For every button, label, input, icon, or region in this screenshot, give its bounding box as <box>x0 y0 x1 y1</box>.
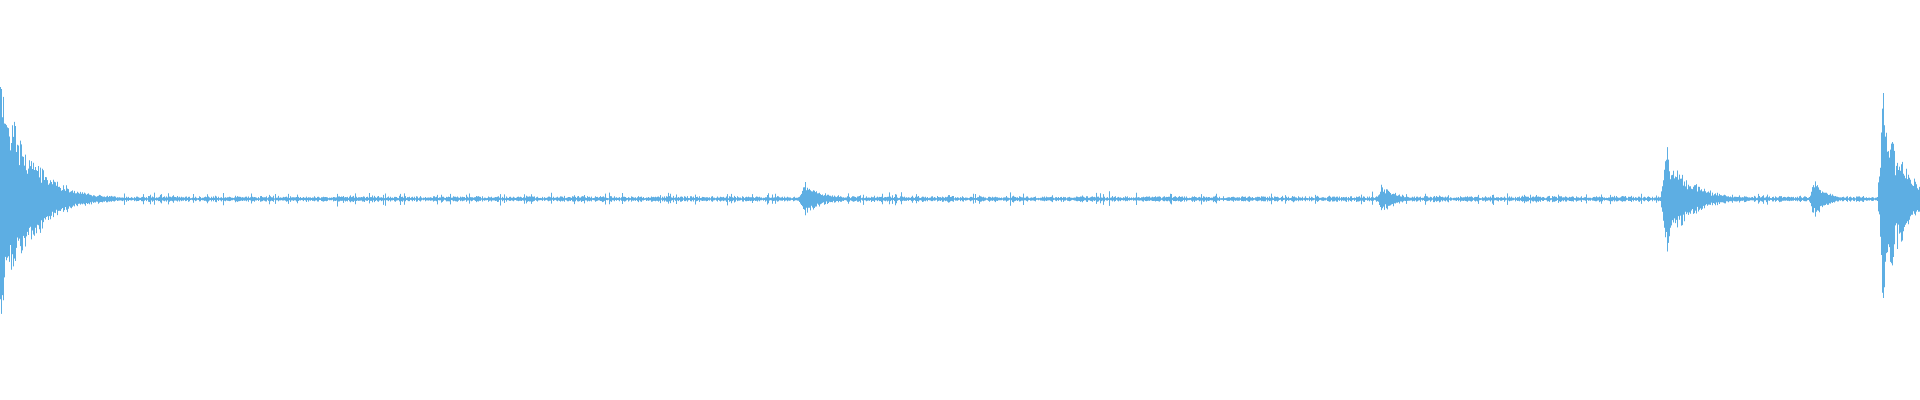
waveform-path <box>0 87 1920 314</box>
waveform-trace <box>0 87 1920 314</box>
